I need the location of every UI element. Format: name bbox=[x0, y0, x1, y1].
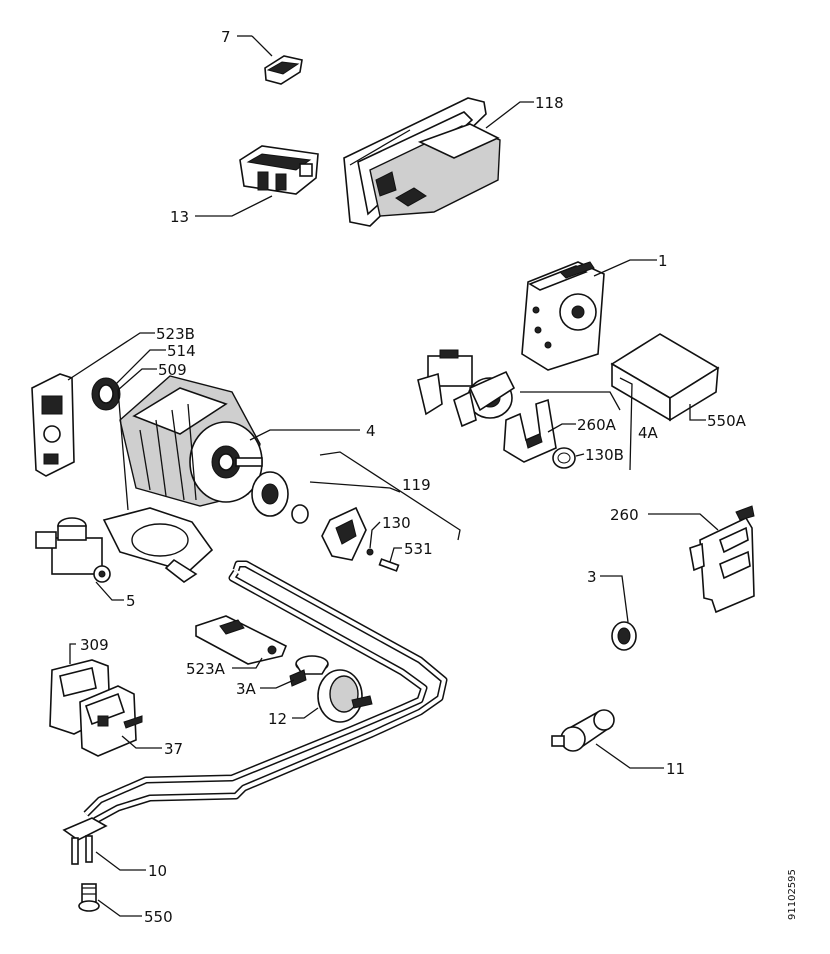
part-7-clip bbox=[264, 55, 303, 85]
label-118: 118 bbox=[535, 94, 564, 112]
label-309: 309 bbox=[80, 636, 109, 654]
leader-37 bbox=[121, 735, 162, 749]
label-509: 509 bbox=[158, 361, 187, 379]
leader-531 bbox=[389, 547, 402, 563]
label-550: 550 bbox=[144, 908, 173, 926]
leader-260A bbox=[547, 423, 576, 433]
label-119: 119 bbox=[402, 476, 431, 494]
part-13-switch bbox=[239, 145, 319, 195]
bracket-4A bbox=[619, 377, 633, 471]
leader-523B bbox=[67, 332, 155, 381]
part-pump-housing bbox=[251, 471, 309, 524]
part-5-valve bbox=[35, 517, 111, 583]
part-514-seal bbox=[91, 377, 121, 411]
leader-130 bbox=[369, 521, 381, 549]
label-5: 5 bbox=[126, 592, 136, 610]
leader-1 bbox=[593, 259, 657, 277]
part-550-plug bbox=[78, 883, 100, 912]
label-523B: 523B bbox=[156, 325, 195, 343]
label-130: 130 bbox=[382, 514, 411, 532]
leader-130B bbox=[575, 453, 585, 457]
label-550A: 550A bbox=[707, 412, 747, 430]
label-514: 514 bbox=[167, 342, 196, 360]
part-260A-clamp bbox=[503, 398, 557, 463]
leader-509 bbox=[117, 368, 157, 511]
label-4: 4 bbox=[366, 422, 376, 440]
document-id: 91102595 bbox=[787, 869, 798, 920]
part-130B-oring bbox=[552, 447, 576, 469]
leader-12 bbox=[292, 707, 319, 719]
part-impeller bbox=[321, 506, 400, 572]
leader-11 bbox=[595, 743, 664, 769]
part-12-pressure-switch bbox=[317, 669, 373, 723]
label-13: 13 bbox=[170, 208, 189, 226]
part-4-motor bbox=[119, 375, 263, 507]
label-11: 11 bbox=[666, 760, 685, 778]
leader-4 bbox=[249, 429, 360, 441]
leader-10 bbox=[95, 851, 146, 871]
leader-118 bbox=[485, 101, 534, 129]
label-1: 1 bbox=[658, 252, 668, 270]
leader-514 bbox=[115, 349, 166, 385]
leader-119 bbox=[309, 481, 401, 493]
leader-3A bbox=[260, 679, 295, 689]
part-523B-plate bbox=[31, 373, 75, 477]
part-1-timer bbox=[521, 261, 605, 371]
leader-13 bbox=[195, 195, 273, 217]
label-3A: 3A bbox=[236, 680, 257, 698]
label-12: 12 bbox=[268, 710, 287, 728]
label-130B: 130B bbox=[585, 446, 624, 464]
part-509-gasket bbox=[102, 507, 214, 583]
part-3-thermostat bbox=[611, 621, 637, 651]
label-4A: 4A bbox=[638, 424, 659, 442]
label-3: 3 bbox=[587, 568, 597, 586]
leader-3 bbox=[600, 575, 629, 623]
part-37-relay bbox=[79, 685, 143, 757]
label-531: 531 bbox=[404, 540, 433, 558]
label-523A: 523A bbox=[186, 660, 226, 678]
label-260: 260 bbox=[610, 506, 639, 524]
bracket-119 bbox=[319, 451, 461, 541]
label-260A: 260A bbox=[577, 416, 617, 434]
leader-309 bbox=[69, 643, 76, 664]
label-10: 10 bbox=[148, 862, 167, 880]
leader-7b bbox=[251, 35, 273, 57]
part-118-dispenser bbox=[343, 97, 501, 227]
part-523A-strip bbox=[195, 615, 288, 665]
label-7: 7 bbox=[221, 28, 231, 46]
leader-5 bbox=[95, 581, 124, 601]
part-11-capacitor bbox=[551, 709, 615, 752]
part-550A-cover bbox=[610, 333, 720, 422]
leader-260 bbox=[648, 513, 719, 531]
leader-550 bbox=[97, 899, 142, 917]
part-4A-pump bbox=[417, 349, 516, 428]
leader-523A bbox=[232, 657, 263, 669]
bracket-4A-top bbox=[520, 391, 621, 411]
leader-550A bbox=[689, 404, 706, 421]
part-10-heating-element bbox=[62, 560, 448, 865]
label-37: 37 bbox=[164, 740, 183, 758]
part-260-bracket bbox=[689, 505, 755, 614]
part-3A-sensor bbox=[289, 655, 329, 687]
